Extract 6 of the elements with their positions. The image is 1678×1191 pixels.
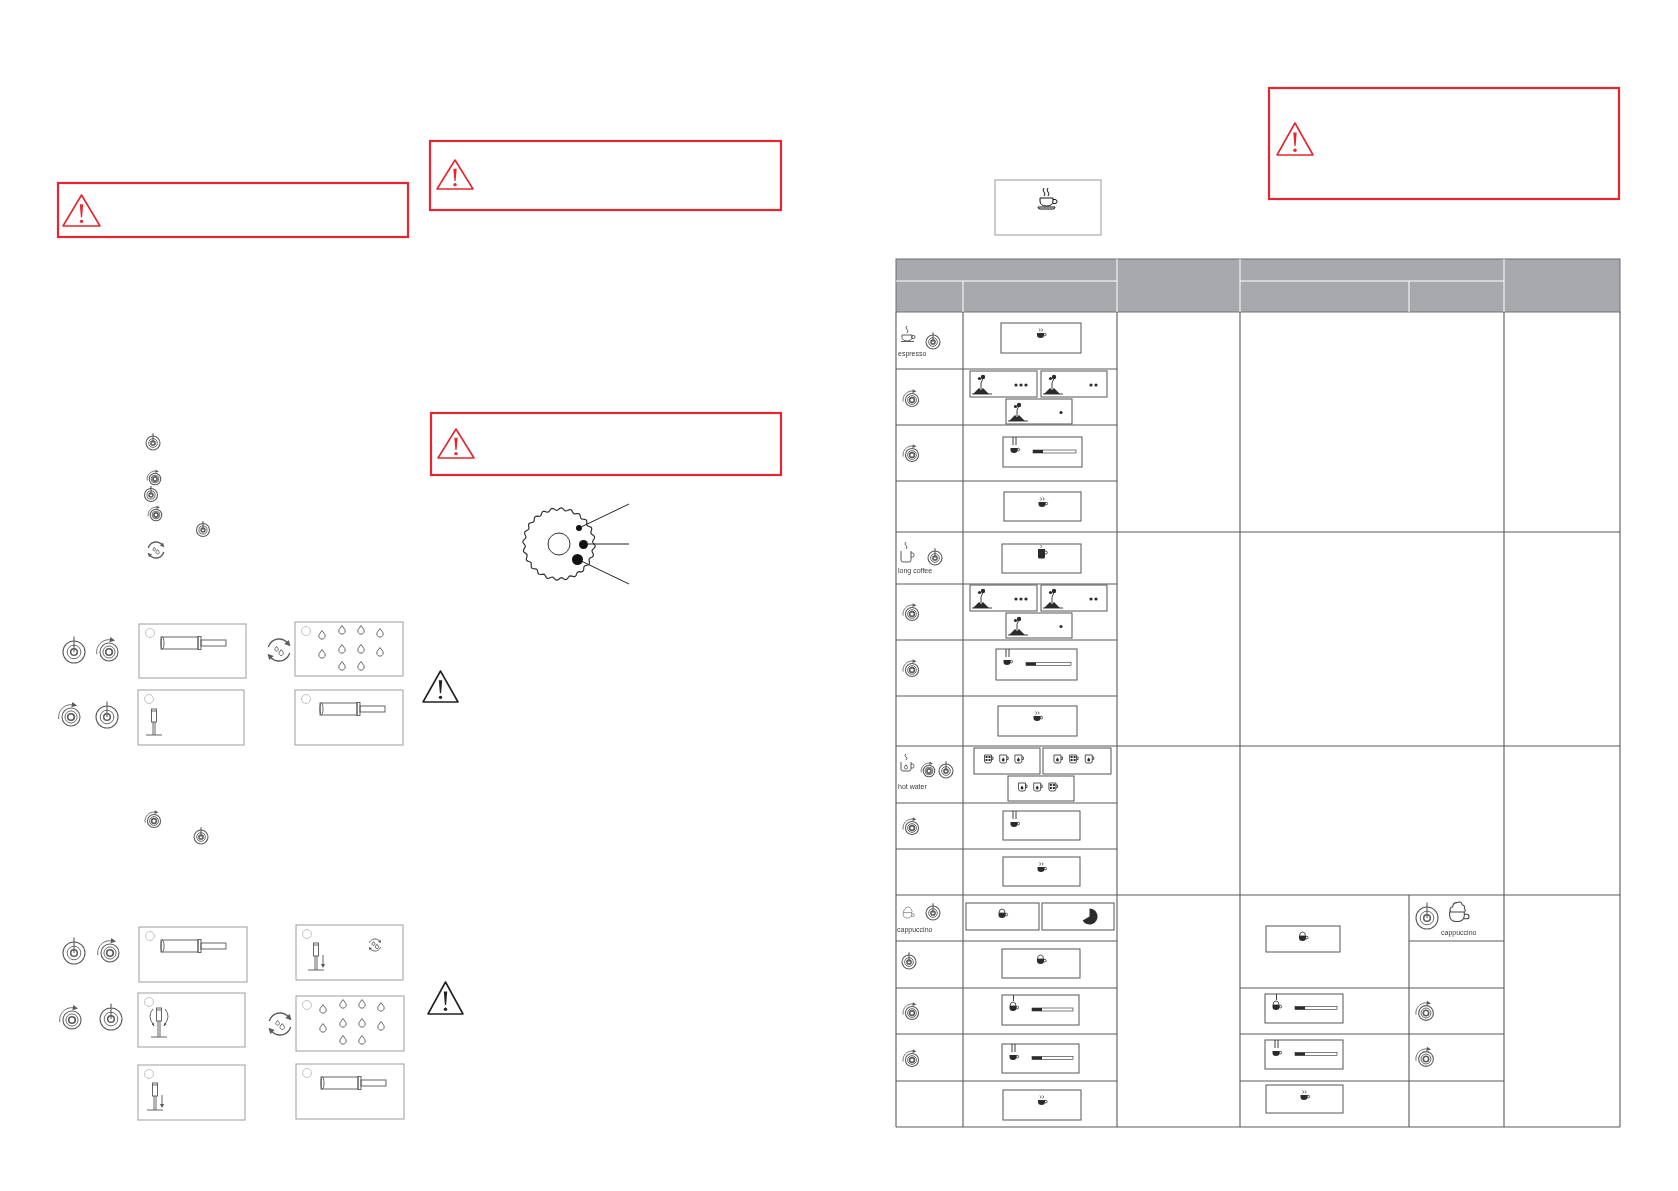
dot-marker [579,539,588,549]
leader-line [581,503,630,528]
dot-marker [571,553,583,565]
leader-line [587,543,630,545]
leader-line [581,560,630,585]
dot-marker [576,525,582,531]
